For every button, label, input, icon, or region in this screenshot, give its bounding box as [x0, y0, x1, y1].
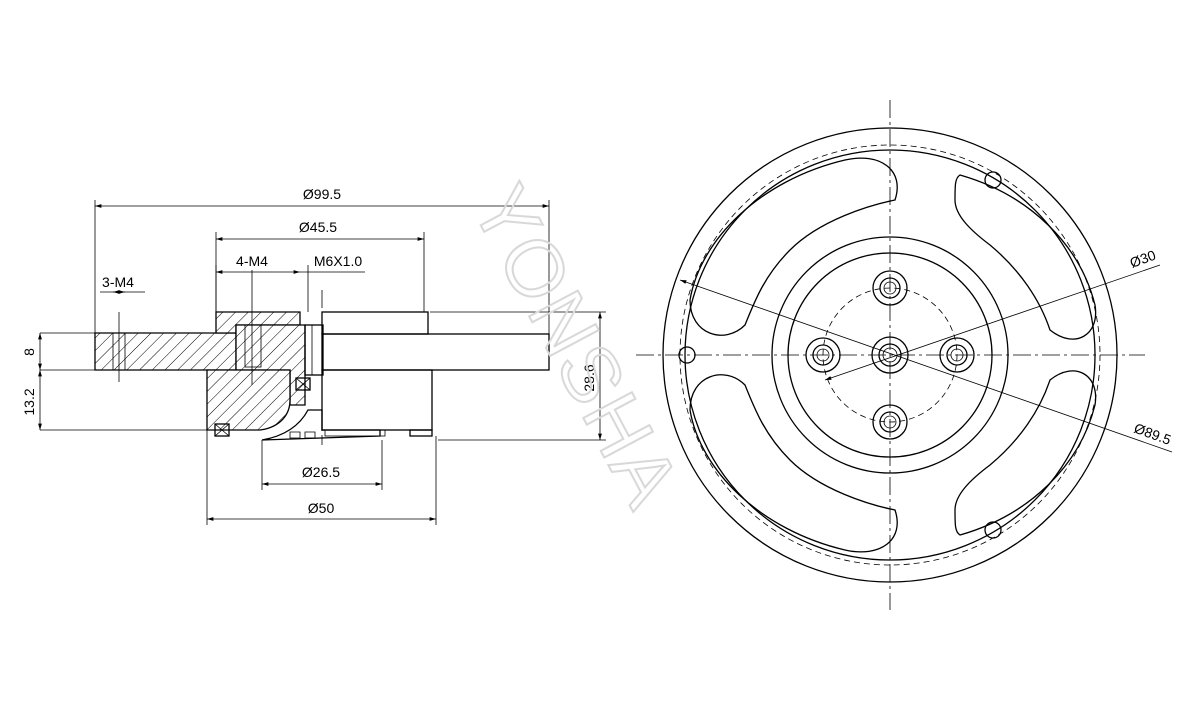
- dim-outer-holes: 3-M4: [102, 274, 134, 290]
- slot-top-right: [954, 174, 1097, 340]
- hub-outer: [771, 236, 1009, 474]
- dim-outer-bolt-circle: Ø89.5: [1132, 420, 1174, 448]
- side-view: Ø99.5 Ø45.5 4-M4 M6X1.0 3-M4 8 13.2 28.6…: [21, 186, 606, 525]
- inner-rim: [684, 149, 1096, 561]
- outer-hole-2: [678, 346, 696, 364]
- body-outline: [321, 311, 550, 437]
- hub-inner: [787, 252, 993, 458]
- hole-center: [871, 336, 909, 374]
- lightening-slots: [689, 157, 1097, 553]
- bolt-circle-leader: [824, 264, 1161, 381]
- extension-lines: [40, 200, 606, 525]
- hole-bottom: [872, 404, 908, 440]
- hub-section: [206, 270, 306, 437]
- dim-lower-height: 13.2: [21, 388, 37, 415]
- slot-bottom-right: [954, 370, 1097, 536]
- dim-threaded-holes: 4-M4: [236, 253, 268, 269]
- threaded-holes: [805, 270, 975, 440]
- dim-center-thread: M6X1.0: [314, 253, 362, 269]
- dim-body-dia: Ø45.5: [299, 219, 337, 235]
- hole-top: [872, 270, 908, 306]
- front-view: Ø30 Ø89.5: [636, 100, 1173, 610]
- dimension-lines: [38, 204, 602, 521]
- outer-rim: [662, 127, 1118, 583]
- outer-bolt-circle: [679, 144, 1101, 566]
- dim-base-dia: Ø50: [308, 500, 335, 516]
- watermark: YONSHA: [455, 171, 698, 522]
- slot-bottom-left: [689, 374, 898, 553]
- hole-right: [939, 337, 975, 373]
- dim-bore-dia: Ø26.5: [302, 464, 340, 480]
- dim-total-height: 28.6: [581, 364, 597, 391]
- dim-overall-dia: Ø99.5: [303, 186, 341, 202]
- bolt-circle: [822, 287, 958, 423]
- slot-top-left: [689, 157, 898, 336]
- dim-flange-thickness: 8: [21, 348, 37, 356]
- hole-left: [805, 337, 841, 373]
- outer-hole-1: [984, 171, 1002, 189]
- outer-circle-leader: [679, 279, 1173, 453]
- outer-hole-3: [984, 521, 1002, 539]
